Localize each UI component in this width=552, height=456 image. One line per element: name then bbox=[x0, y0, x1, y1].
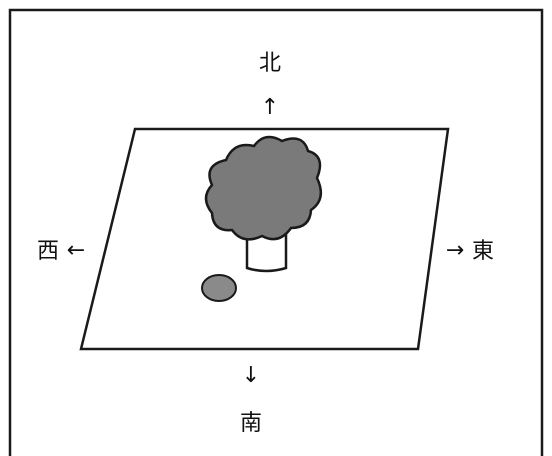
south-arrow-icon: ↓ bbox=[242, 363, 260, 388]
west-arrow-icon: ← bbox=[67, 238, 85, 263]
tree-trunk bbox=[245, 232, 288, 273]
north-arrow-icon: ↑ bbox=[261, 95, 279, 120]
west-label: 西 bbox=[37, 239, 59, 264]
outer-frame bbox=[8, 8, 544, 456]
east-label: 東 bbox=[472, 239, 494, 264]
tree-icon bbox=[204, 135, 323, 273]
east-arrow-icon: → bbox=[446, 238, 464, 263]
south-label: 南 bbox=[240, 411, 262, 436]
tree-foliage bbox=[204, 135, 323, 241]
north-label: 北 bbox=[259, 51, 281, 76]
shadow-ellipse bbox=[201, 274, 237, 302]
